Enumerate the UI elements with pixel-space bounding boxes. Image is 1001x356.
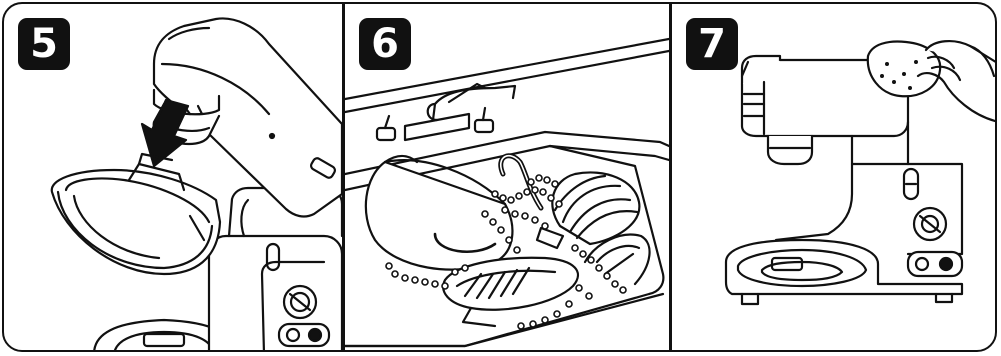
step-number-badge: 7 [686,18,738,70]
panel-step-5: 5 [4,4,342,350]
instruction-strip: 5 [2,2,997,352]
panel-step-6: 6 [345,4,669,350]
panel-step-7: 7 [672,4,997,350]
step-number-badge: 5 [18,18,70,70]
step-number-badge: 6 [359,18,411,70]
